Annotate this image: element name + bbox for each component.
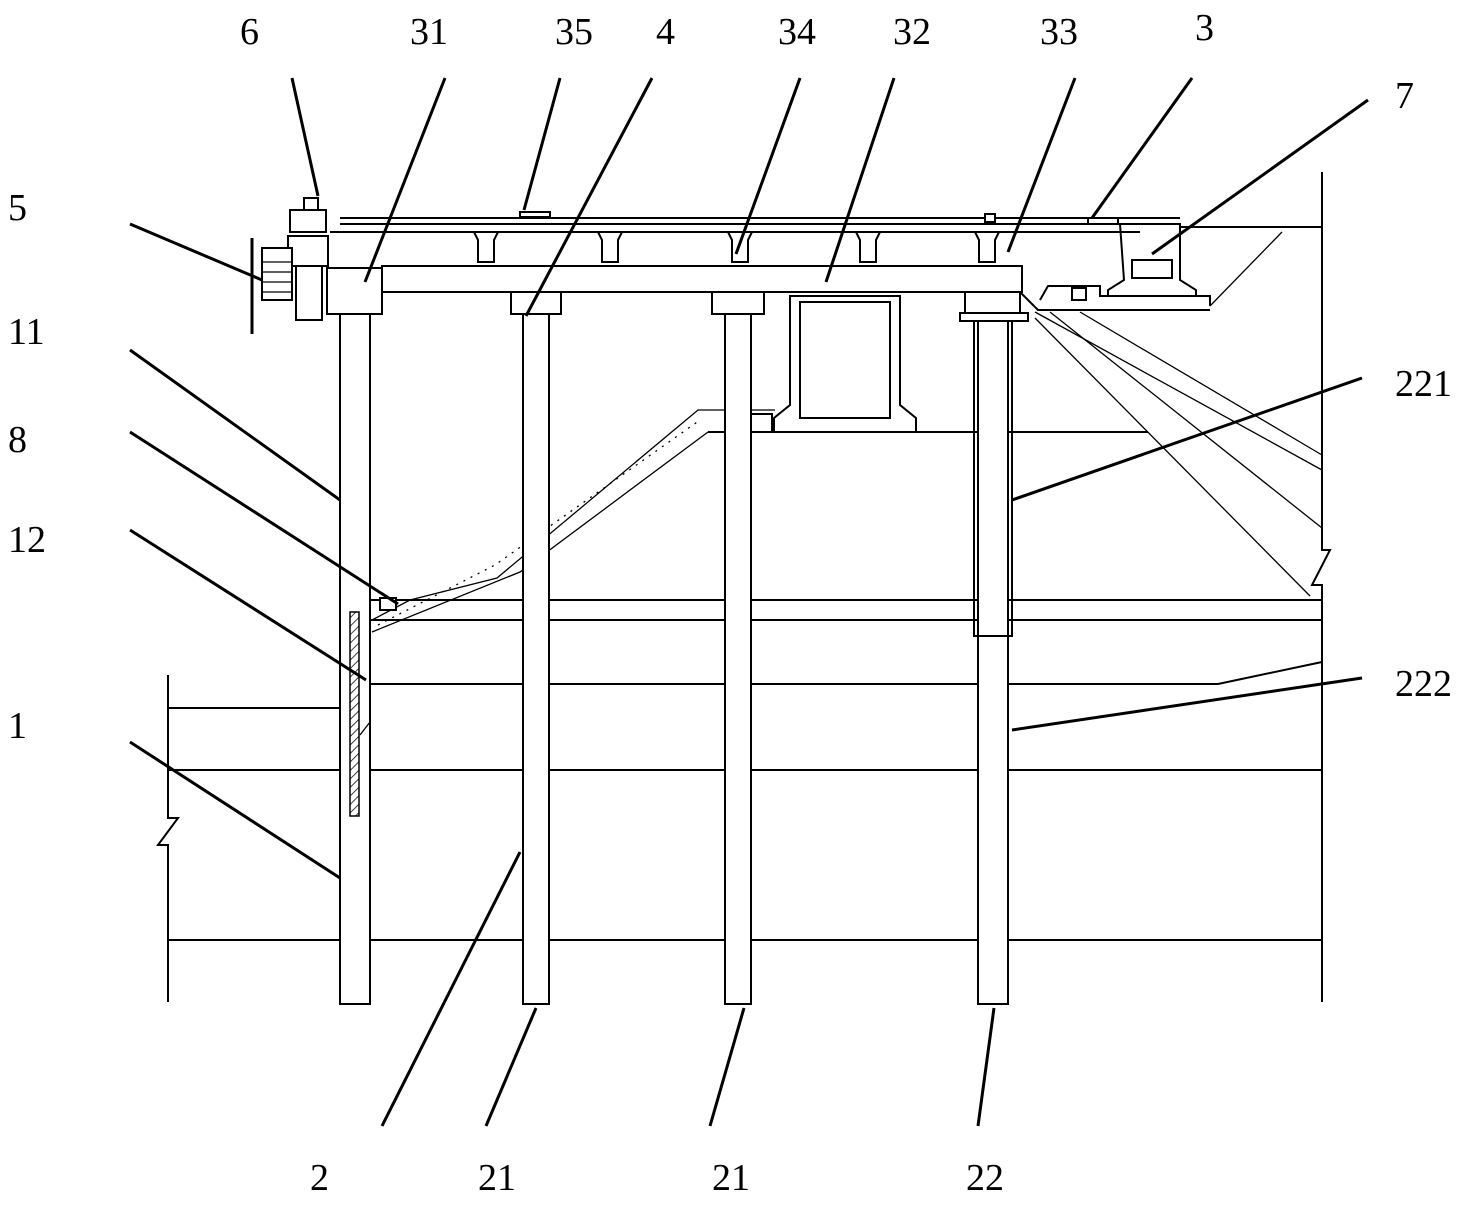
- beam-right-end: [1019, 291, 1210, 311]
- label-22: 22: [966, 1157, 1004, 1199]
- right-boundary: [1310, 172, 1332, 1002]
- leader-6: [290, 77, 320, 197]
- leader-lines: [129, 77, 1369, 1127]
- label-11: 11: [8, 311, 45, 353]
- leader-22: [976, 1007, 996, 1127]
- box-girder: [773, 295, 917, 433]
- inclined-supports: [1034, 231, 1323, 597]
- small-block-33: [984, 213, 996, 223]
- leader-5: [129, 222, 263, 282]
- label-35: 35: [555, 11, 593, 53]
- device-6-top: [303, 197, 319, 211]
- device-5-motor: [261, 247, 293, 301]
- device-7: [1039, 223, 1211, 306]
- leader-222: [1011, 676, 1363, 732]
- equipment-left: [250, 197, 329, 334]
- pile-21-a: [522, 311, 550, 1005]
- label-2: 2: [310, 1157, 329, 1199]
- label-32: 32: [893, 11, 931, 53]
- leader-12: [129, 528, 367, 682]
- rib-2: [597, 231, 623, 263]
- strut-2: [1049, 311, 1323, 529]
- rib-5: [974, 231, 1000, 263]
- device-7-inner: [1131, 259, 1173, 279]
- label-221: 221: [1395, 363, 1452, 405]
- leader-8: [129, 430, 399, 606]
- deck: [330, 211, 1180, 263]
- right-brace: [1209, 231, 1283, 307]
- leader-1: [129, 740, 341, 880]
- leader-34: [734, 77, 802, 255]
- leader-7: [1151, 98, 1369, 256]
- deck-ribs: [473, 231, 1000, 263]
- reference-labels: 6 31 35 4 34 32 33 3 7 5 11 8 12 1 221 2…: [8, 7, 1452, 1199]
- leader-32: [824, 77, 896, 283]
- pile-22: [977, 311, 1009, 1005]
- label-8: 8: [8, 419, 27, 461]
- girder-inner: [799, 301, 891, 419]
- label-7: 7: [1395, 75, 1414, 117]
- label-31: 31: [410, 11, 448, 53]
- leader-35: [522, 77, 562, 211]
- rib-4: [855, 231, 881, 263]
- cap-31: [326, 267, 383, 315]
- slope-outline-upper: [371, 409, 775, 621]
- slope-outline-lower: [371, 431, 709, 633]
- plate-35: [519, 211, 551, 218]
- piles: [339, 311, 1013, 1005]
- leader-221: [1011, 376, 1363, 502]
- beam-32: [381, 265, 1023, 293]
- rib-3: [727, 231, 753, 263]
- leader-21a: [484, 1007, 538, 1127]
- device-7-base: [1039, 285, 1211, 306]
- leader-31: [363, 77, 447, 283]
- leader-3: [1090, 77, 1194, 219]
- hatch-tick: [359, 721, 371, 736]
- leader-2: [380, 851, 522, 1127]
- label-5: 5: [8, 187, 27, 229]
- hatched-member-12: [349, 611, 360, 817]
- strut-4: [1079, 311, 1323, 456]
- leader-21b: [708, 1007, 746, 1127]
- label-1: 1: [8, 705, 27, 747]
- label-222: 222: [1395, 663, 1452, 705]
- main-beam: [381, 265, 1210, 311]
- embankment: [371, 409, 775, 633]
- device-7-bolt: [1071, 287, 1087, 301]
- rib-1: [473, 231, 499, 263]
- cap-33: [964, 289, 1021, 315]
- label-21-b: 21: [712, 1157, 750, 1199]
- pile-21-b: [724, 311, 752, 1005]
- leader-11: [129, 348, 341, 502]
- left-boundary: [156, 675, 180, 1002]
- leader-4: [524, 77, 654, 317]
- layer-line-3-slope: [1217, 661, 1323, 685]
- label-4: 4: [656, 11, 675, 53]
- label-34: 34: [778, 11, 816, 53]
- plate-3: [1087, 217, 1119, 225]
- device-5-upper: [287, 235, 329, 267]
- label-6: 6: [240, 11, 259, 53]
- strut-3: [1034, 317, 1311, 597]
- strut-1: [1034, 311, 1323, 471]
- cap-4: [510, 289, 562, 315]
- leader-33: [1006, 77, 1077, 253]
- label-33: 33: [1040, 11, 1078, 53]
- cap-21: [711, 289, 765, 315]
- device-6-box: [289, 209, 327, 233]
- boundaries: [156, 172, 1332, 1002]
- label-12: 12: [8, 519, 46, 561]
- label-3: 3: [1195, 7, 1214, 49]
- girder-outer: [773, 295, 917, 433]
- label-21-a: 21: [478, 1157, 516, 1199]
- cap-plate: [959, 312, 1029, 322]
- device-5-lower: [295, 265, 323, 321]
